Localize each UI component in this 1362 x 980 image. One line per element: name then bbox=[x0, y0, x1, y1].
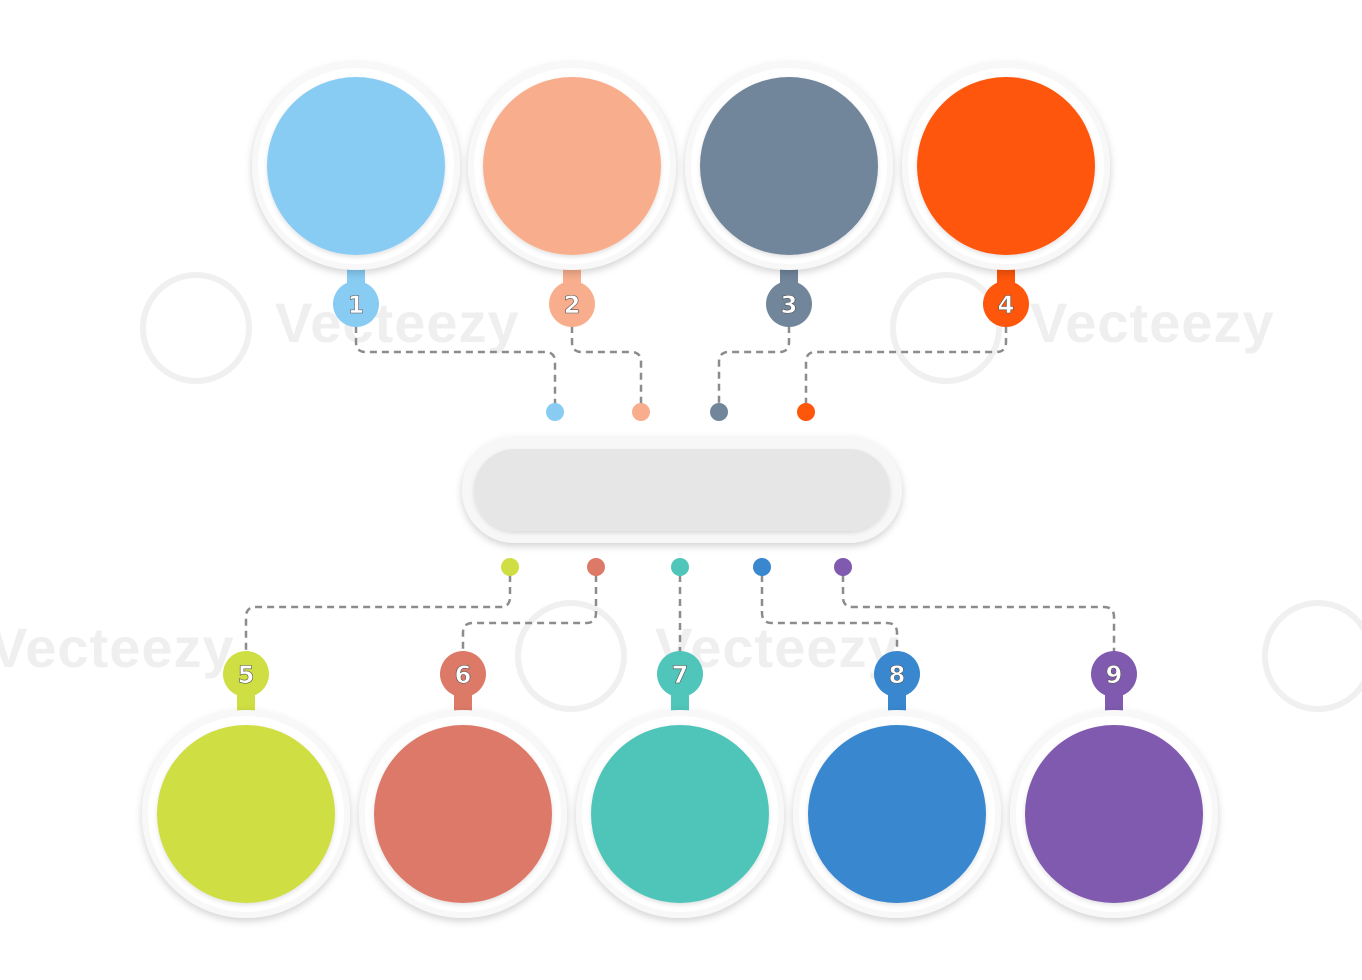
connector-dot bbox=[501, 558, 519, 576]
connector-dot bbox=[753, 558, 771, 576]
connector-item-4 bbox=[804, 326, 1008, 404]
connector-dot bbox=[546, 403, 564, 421]
connector-dot bbox=[834, 558, 852, 576]
connectors bbox=[244, 326, 1116, 652]
color-circle[interactable] bbox=[267, 77, 445, 255]
item-2[interactable]: 2 bbox=[468, 62, 676, 327]
item-3[interactable]: 3 bbox=[685, 62, 893, 327]
connector-dot bbox=[671, 558, 689, 576]
item-6[interactable]: 6 bbox=[359, 651, 567, 918]
connector-dot bbox=[587, 558, 605, 576]
center-box[interactable] bbox=[474, 449, 890, 531]
connector-item-2 bbox=[570, 326, 643, 404]
item-8[interactable]: 8 bbox=[793, 651, 1001, 918]
connector-item-1 bbox=[354, 326, 557, 404]
connector-item-3 bbox=[717, 326, 791, 404]
number-label: 7 bbox=[672, 661, 689, 689]
connector-item-6 bbox=[461, 575, 598, 652]
color-circle[interactable] bbox=[917, 77, 1095, 255]
number-label: 6 bbox=[455, 661, 472, 689]
number-label: 8 bbox=[889, 661, 906, 689]
number-badge bbox=[766, 281, 812, 327]
number-badge bbox=[657, 651, 703, 697]
color-circle[interactable] bbox=[700, 77, 878, 255]
item-9[interactable]: 9 bbox=[1010, 651, 1218, 918]
color-circle[interactable] bbox=[591, 725, 769, 903]
connector-item-9 bbox=[841, 575, 1116, 652]
connector-dot bbox=[632, 403, 650, 421]
color-circle[interactable] bbox=[374, 725, 552, 903]
number-label: 9 bbox=[1106, 661, 1123, 689]
color-circle[interactable] bbox=[1025, 725, 1203, 903]
color-circle[interactable] bbox=[808, 725, 986, 903]
number-label: 2 bbox=[564, 291, 581, 319]
number-label: 5 bbox=[238, 661, 255, 689]
number-badge bbox=[223, 651, 269, 697]
center-hub bbox=[462, 437, 902, 543]
connector-dot bbox=[797, 403, 815, 421]
color-circle[interactable] bbox=[483, 77, 661, 255]
item-5[interactable]: 5 bbox=[142, 651, 350, 918]
number-badge bbox=[1091, 651, 1137, 697]
items: 1 2 3 4 5 6 7 8 9 bbox=[142, 62, 1218, 918]
number-badge bbox=[333, 281, 379, 327]
item-1[interactable]: 1 bbox=[252, 62, 460, 327]
connector-dot bbox=[710, 403, 728, 421]
color-circle[interactable] bbox=[157, 725, 335, 903]
number-label: 3 bbox=[781, 291, 798, 319]
item-4[interactable]: 4 bbox=[902, 62, 1110, 327]
number-label: 4 bbox=[998, 291, 1015, 319]
number-badge bbox=[874, 651, 920, 697]
item-7[interactable]: 7 bbox=[576, 651, 784, 918]
number-label: 1 bbox=[348, 291, 365, 319]
connector-item-8 bbox=[760, 575, 899, 652]
number-badge bbox=[440, 651, 486, 697]
number-badge bbox=[549, 281, 595, 327]
connector-item-5 bbox=[244, 575, 512, 652]
number-badge bbox=[983, 281, 1029, 327]
